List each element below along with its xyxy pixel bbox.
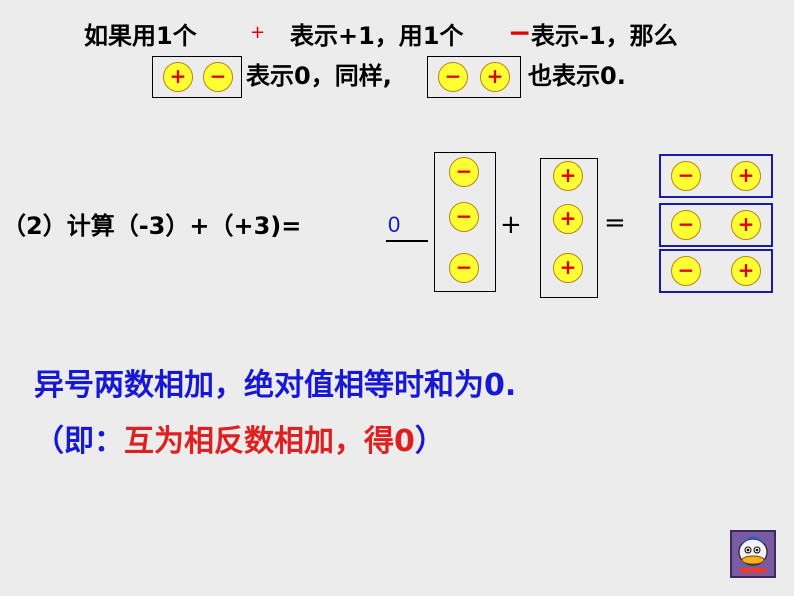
- minus-three-box: − − −: [434, 152, 496, 292]
- nav-button[interactable]: [730, 530, 776, 578]
- minus-coin: −: [449, 157, 479, 187]
- answer-value: 0: [388, 212, 401, 237]
- rule-line-2-close: ）: [414, 424, 445, 459]
- result-pair-box-3: − +: [659, 249, 773, 293]
- line1-text-c: 表示-1，那么: [531, 22, 678, 50]
- zero-pair-box-1: + −: [152, 56, 242, 98]
- plus-coin: +: [731, 256, 761, 286]
- line2-text-a: 表示0，同样,: [246, 62, 392, 90]
- minus-coin: −: [671, 210, 701, 240]
- answer-blank: 0: [386, 212, 428, 242]
- rule-line-2-open: （即：: [34, 424, 124, 459]
- plus-coin: +: [480, 62, 510, 92]
- line1-text-a: 如果用1个: [84, 22, 197, 50]
- minus-coin: −: [671, 256, 701, 286]
- minus-coin: −: [449, 253, 479, 283]
- equals-operator: =: [604, 208, 626, 238]
- plus-operator: +: [500, 210, 522, 240]
- plus-coin: +: [553, 161, 583, 191]
- line2-text-b: 也表示0.: [528, 62, 626, 90]
- minus-symbol: −: [508, 16, 532, 49]
- plus-coin: +: [553, 204, 583, 234]
- plus-three-box: + + +: [540, 158, 598, 298]
- rule-line-2: （即：互为相反数相加，得0）: [34, 416, 445, 460]
- result-pair-box-1: − +: [659, 154, 773, 198]
- plus-coin: +: [553, 253, 583, 283]
- rule-line-1: 异号两数相加，绝对值相等时和为0.: [34, 368, 517, 403]
- minus-coin: −: [449, 202, 479, 232]
- minus-coin: −: [671, 161, 701, 191]
- duck-mascot-icon: [732, 532, 774, 576]
- plus-coin: +: [731, 161, 761, 191]
- minus-coin: −: [438, 62, 468, 92]
- plus-coin: +: [163, 62, 193, 92]
- plus-coin: +: [731, 210, 761, 240]
- plus-symbol: +: [250, 22, 266, 43]
- equation-label: （2）计算（-3）+（+3)=: [2, 212, 302, 240]
- rule-line-2-body: 互为相反数相加，得0: [124, 424, 415, 459]
- result-pair-box-2: − +: [659, 203, 773, 247]
- line1-text-b: 表示+1，用1个: [290, 22, 464, 50]
- zero-pair-box-2: − +: [427, 56, 521, 98]
- minus-coin: −: [203, 62, 233, 92]
